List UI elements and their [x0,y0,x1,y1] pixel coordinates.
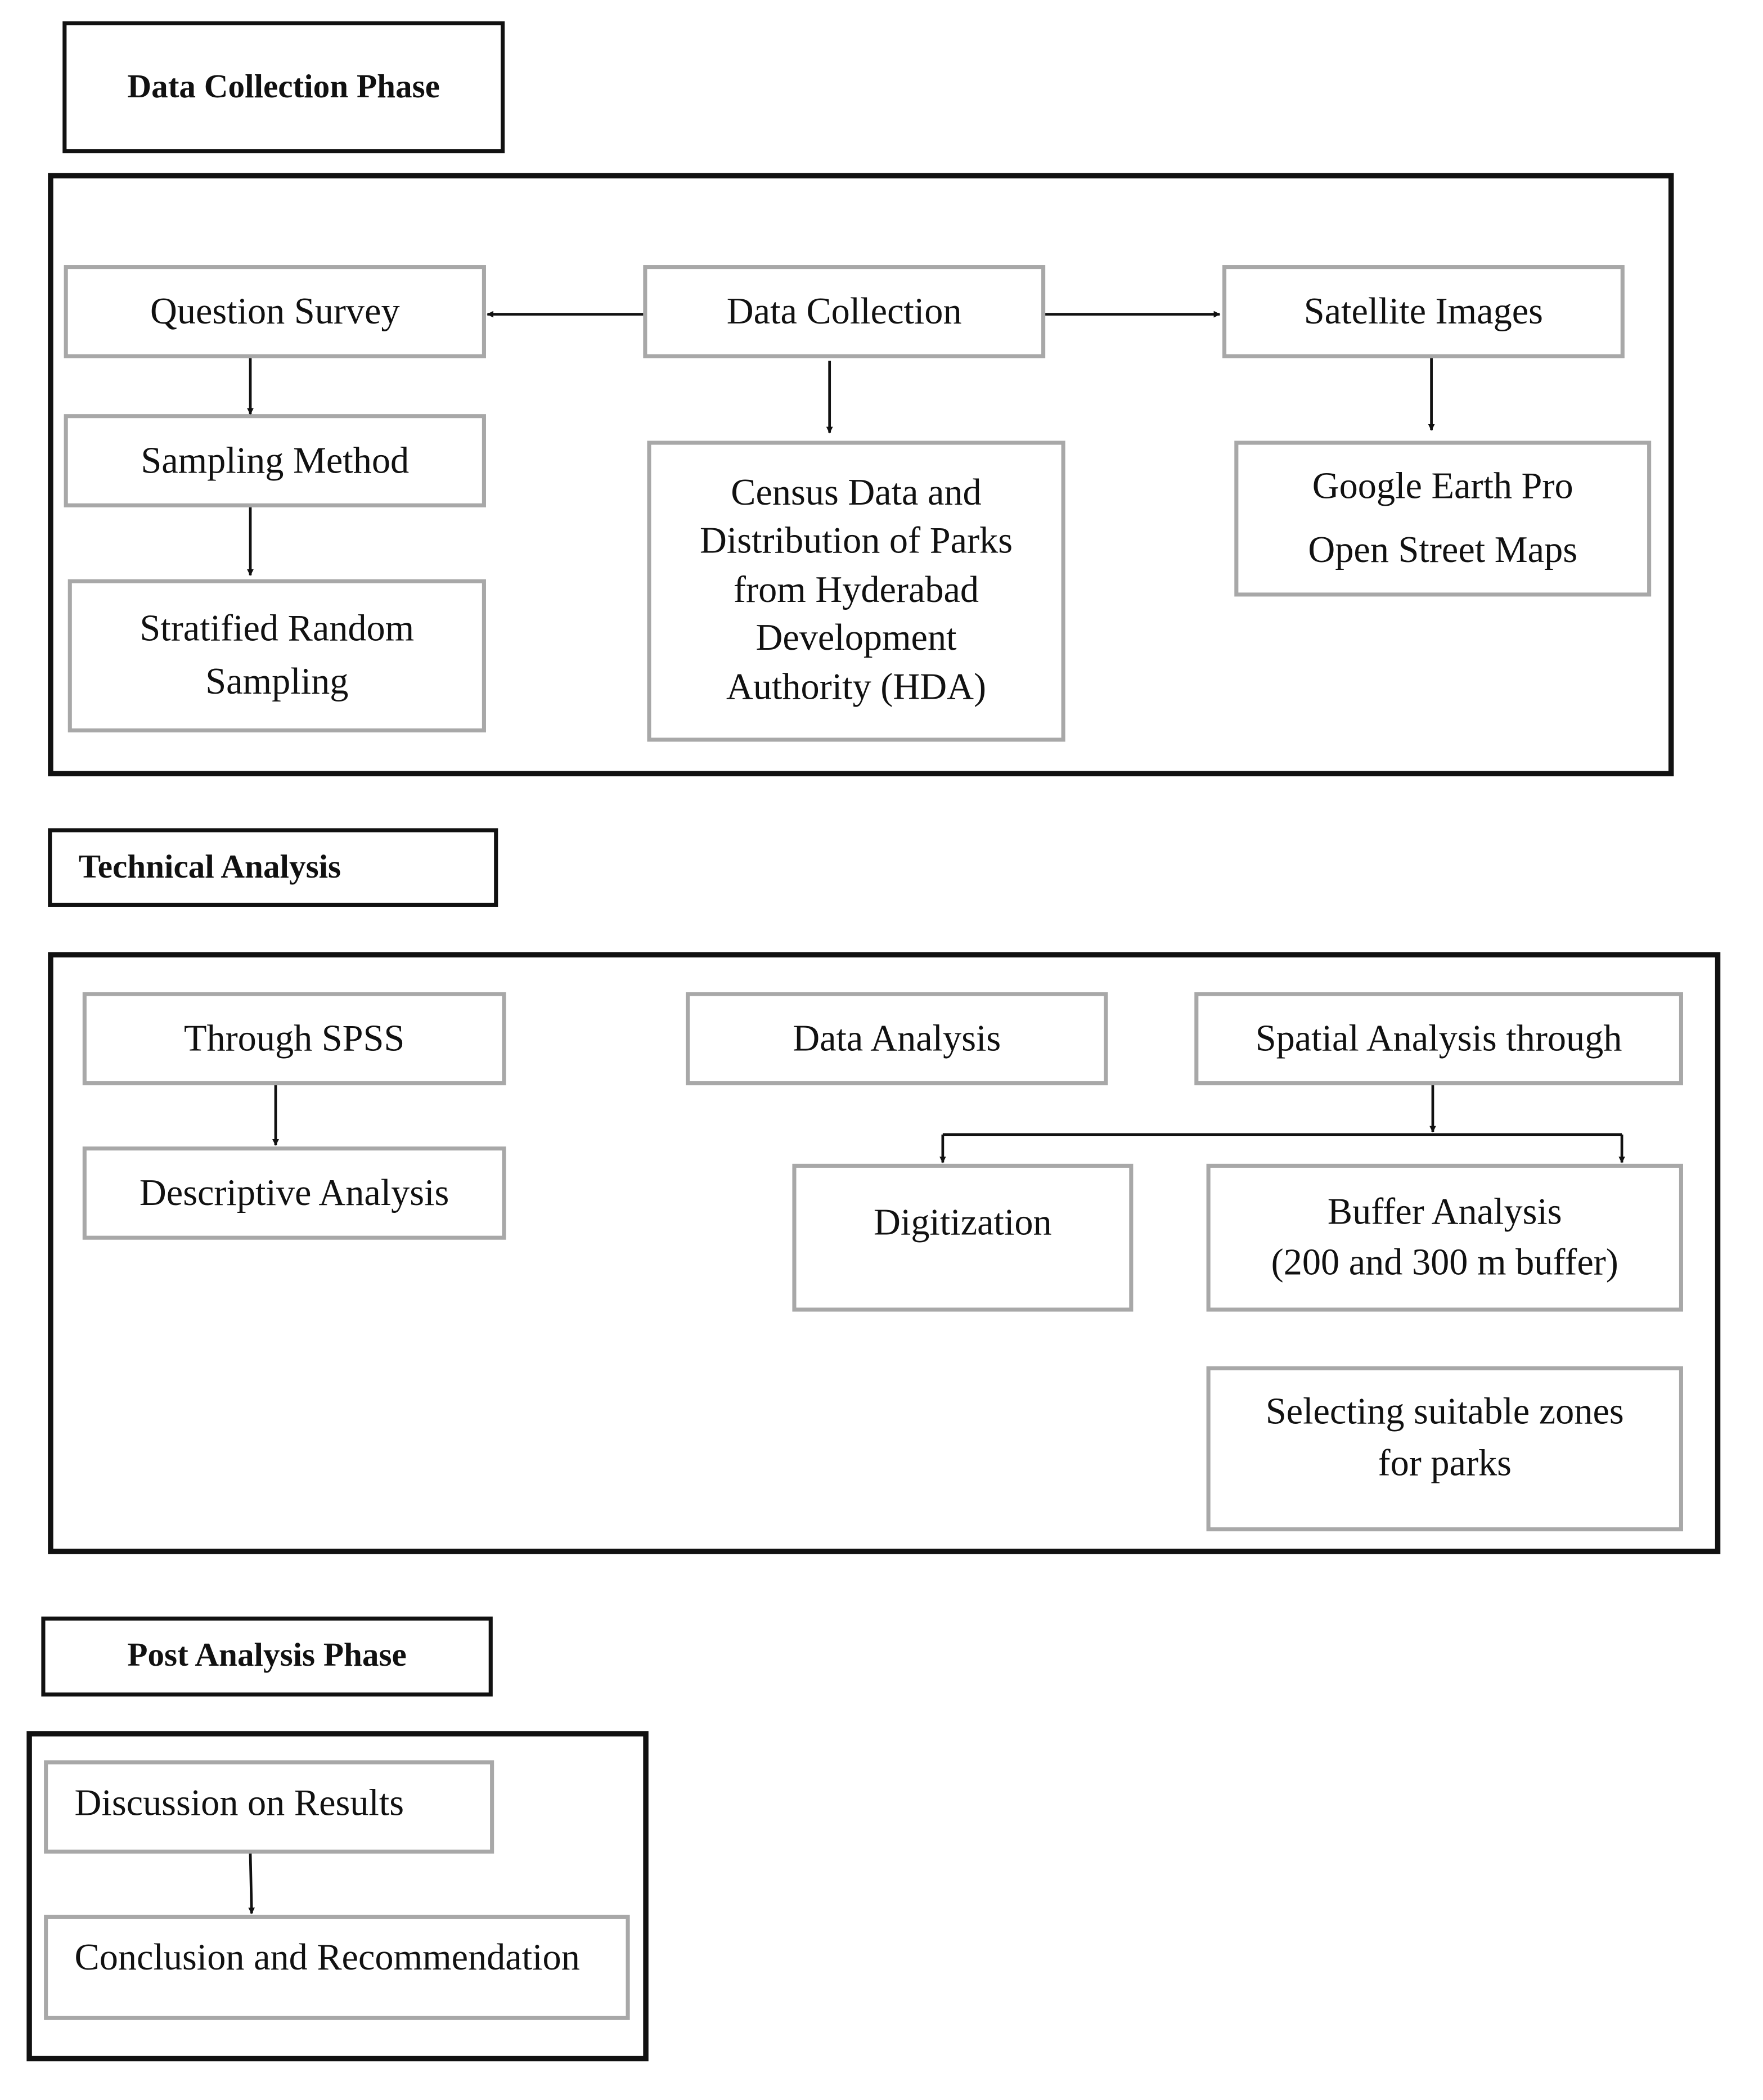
node-satellite-images: Satellite Images [1222,265,1625,358]
node-conclusion: Conclusion and Recommendation [44,1914,630,2020]
node-sampling-method-text: Sampling Method [141,440,410,482]
phase-label-technical-analysis: Technical Analysis [48,828,498,907]
node-digitization: Digitization [792,1163,1134,1312]
node-buffer-analysis-text: Buffer Analysis (200 and 300 m buffer) [1271,1191,1618,1283]
node-google-osm: Google Earth Pro Open Street Maps [1234,440,1652,597]
node-question-survey-text: Question Survey [150,291,400,332]
node-data-analysis-text: Data Analysis [793,1018,1001,1060]
node-google-osm-text: Google Earth Pro Open Street Maps [1308,466,1578,571]
node-spatial-analysis: Spatial Analysis through [1194,992,1683,1086]
node-descriptive-analysis-text: Descriptive Analysis [139,1172,449,1214]
node-spatial-analysis-text: Spatial Analysis through [1255,1018,1622,1060]
frame-technical-analysis [48,952,1721,1554]
frame-data-collection [48,173,1674,777]
node-question-survey: Question Survey [64,265,486,358]
node-data-analysis: Data Analysis [686,992,1108,1086]
node-buffer-analysis: Buffer Analysis (200 and 300 m buffer) [1206,1163,1683,1312]
node-census-data-text: Census Data and Distribution of Parks fr… [700,473,1013,708]
node-discussion-results: Discussion on Results [44,1760,494,1854]
node-suitable-zones: Selecting suitable zones for parks [1206,1366,1683,1532]
arrow-discussion-to-conclusion [248,1853,255,1914]
node-census-data: Census Data and Distribution of Parks fr… [647,440,1065,742]
node-suitable-zones-text: Selecting suitable zones for parks [1265,1391,1624,1485]
node-conclusion-text: Conclusion and Recommendation [74,1937,580,1979]
node-through-spss: Through SPSS [82,992,506,1086]
node-discussion-results-text: Discussion on Results [74,1783,404,1824]
frame-post-analysis [26,1731,649,2062]
node-stratified-sampling: Stratified Random Sampling [68,579,486,732]
node-descriptive-analysis: Descriptive Analysis [82,1146,506,1240]
node-data-collection: Data Collection [643,265,1046,358]
phase-label-technical-analysis-text: Technical Analysis [78,849,341,885]
phase-label-post-analysis-text: Post Analysis Phase [127,1638,407,1674]
node-stratified-sampling-text: Stratified Random Sampling [140,609,415,703]
phase-label-post-analysis: Post Analysis Phase [41,1616,493,1697]
node-digitization-text: Digitization [874,1202,1052,1244]
phase-label-data-collection: Data Collection Phase [62,21,505,154]
node-data-collection-text: Data Collection [726,291,962,332]
node-sampling-method: Sampling Method [64,414,486,507]
phase-label-data-collection-text: Data Collection Phase [127,68,440,105]
node-satellite-images-text: Satellite Images [1303,291,1543,332]
node-through-spss-text: Through SPSS [183,1018,405,1060]
